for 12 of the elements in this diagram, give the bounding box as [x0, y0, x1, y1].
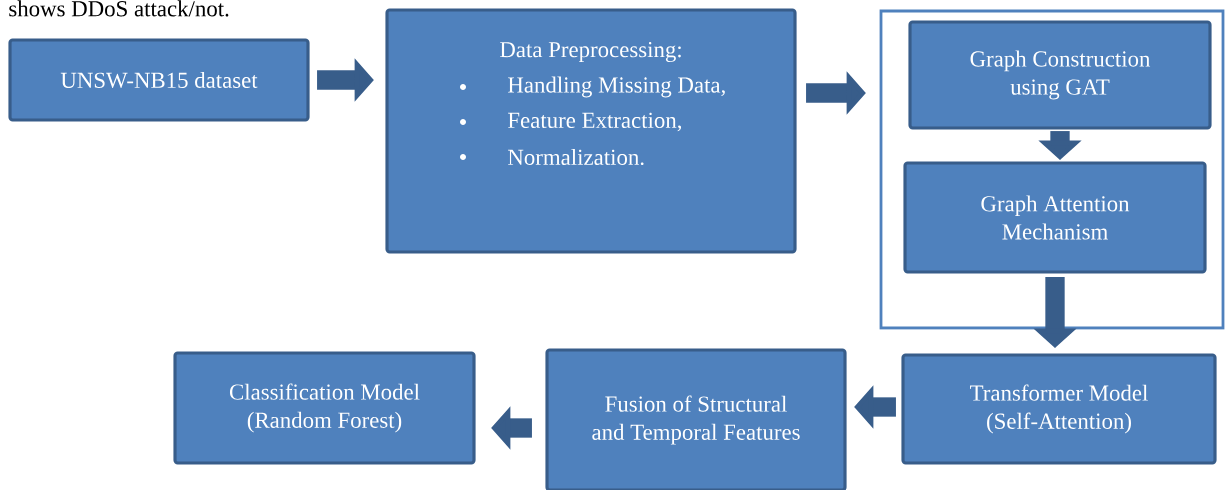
process-box: UNSW-NB15 dataset	[8, 38, 310, 122]
process-box: Graph Attention Mechanism	[903, 161, 1207, 274]
process-box: Classification Model (Random Forest)	[173, 351, 476, 465]
process-box: Graph Construction using GAT	[908, 20, 1212, 130]
process-box: Transformer Model (Self-Attention)	[901, 353, 1217, 465]
list-item: Normalization.	[508, 148, 644, 166]
box-heading: Data Preprocessing:	[500, 42, 681, 63]
list-item: Handling Missing Data,	[508, 76, 725, 98]
list-item: Feature Extraction,	[508, 112, 681, 132]
process-box: Fusion of Structural and Temporal Features	[545, 348, 847, 490]
group-frame	[879, 9, 1225, 330]
note-text: shows DDoS attack/not.	[9, 0, 229, 17]
